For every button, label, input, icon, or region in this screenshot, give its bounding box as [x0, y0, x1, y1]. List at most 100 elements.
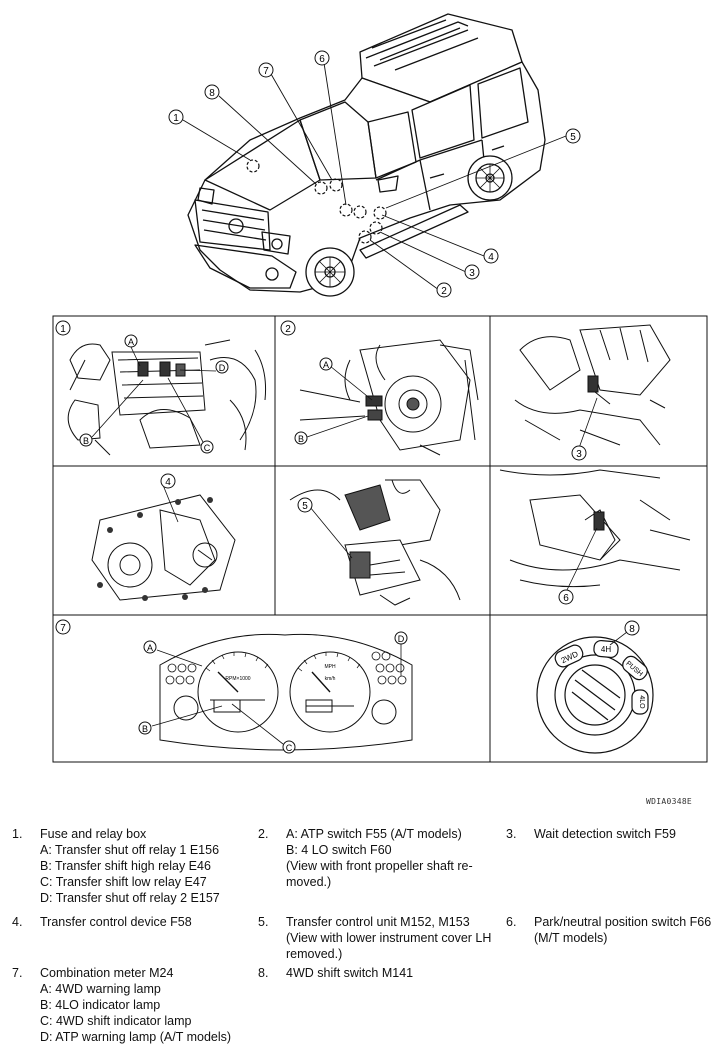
svg-text:MPH: MPH	[324, 664, 336, 670]
svg-text:C: C	[286, 743, 293, 753]
legend-line: Wait detection switch F59	[534, 827, 676, 841]
svg-text:4H: 4H	[601, 645, 611, 654]
panel-1-letter-c: C	[200, 440, 214, 454]
panel-1-callout: 1	[55, 320, 71, 336]
panel-1-letter-d: D	[215, 360, 229, 374]
svg-text:A: A	[323, 360, 329, 370]
svg-text:1: 1	[60, 324, 66, 335]
panel-4-callout: 4	[160, 473, 176, 489]
panel-1-letter-b: B	[79, 433, 93, 447]
reference-code: WDIA0348E	[646, 797, 693, 806]
panel-7-callout: 7	[55, 619, 71, 635]
legend-line: (M/T models)	[534, 931, 608, 945]
svg-text:B: B	[83, 436, 89, 446]
panel-5-transfer-control-unit: 5	[289, 479, 461, 606]
legend-line: C: Transfer shift low relay E47	[40, 875, 207, 889]
panel-7-letter-d: D	[394, 631, 408, 645]
panel-7-letter-b: B	[138, 721, 152, 735]
legend-line: B: 4 LO switch F60	[286, 843, 392, 857]
svg-text:2: 2	[441, 286, 447, 297]
panel-2-letter-a: A	[319, 357, 333, 371]
overview-leaders	[182, 62, 567, 291]
legend-num: 7.	[12, 966, 23, 980]
legend-line: D: Transfer shut off relay 2 E157	[40, 891, 220, 905]
svg-text:7: 7	[60, 623, 66, 634]
callout-3: 3	[464, 264, 480, 280]
legend-line: 4WD shift switch M141	[286, 966, 414, 980]
legend-line: Transfer control unit M152, M153	[286, 915, 470, 929]
callout-2: 2	[436, 282, 452, 298]
svg-text:RPM×1000: RPM×1000	[225, 676, 250, 682]
svg-text:4: 4	[165, 477, 171, 488]
legend-line: A: 4WD warning lamp	[40, 982, 161, 996]
svg-text:D: D	[219, 363, 226, 373]
legend-line: (View with front propeller shaft re-	[286, 859, 473, 873]
legend-line: C: 4WD shift indicator lamp	[40, 1014, 192, 1028]
svg-text:3: 3	[469, 268, 475, 279]
svg-text:B: B	[298, 434, 304, 444]
panel-7-letter-c: C	[282, 740, 296, 754]
panel-2-callout: 2	[280, 320, 296, 336]
svg-text:km/h: km/h	[325, 676, 336, 682]
panel-3-wait-detection-switch: 3	[514, 324, 671, 461]
legend-line: moved.)	[286, 875, 332, 889]
panel-7-letter-a: A	[143, 640, 157, 654]
svg-text:6: 6	[319, 54, 325, 65]
panel-8-4wd-shift-switch: 2WD 4H PUSH 4LO 8	[536, 620, 654, 754]
panel-2-letter-b: B	[294, 431, 308, 445]
svg-text:2: 2	[285, 324, 291, 335]
callout-7: 7	[258, 62, 274, 78]
panel-2-transfer-switches: 2 A B	[280, 320, 479, 456]
component-markers	[246, 159, 387, 244]
svg-text:6: 6	[563, 593, 569, 604]
panel-6-callout: 6	[558, 589, 574, 605]
callout-5: 5	[565, 128, 581, 144]
svg-text:5: 5	[570, 132, 576, 143]
svg-text:D: D	[398, 634, 405, 644]
legend-num: 5.	[258, 915, 269, 929]
svg-text:4LO: 4LO	[638, 695, 645, 709]
legend-line: D: ATP warning lamp (A/T models)	[40, 1030, 232, 1044]
legend-num: 2.	[258, 827, 269, 841]
legend-num: 1.	[12, 827, 23, 841]
legend-num: 3.	[506, 827, 517, 841]
legend-line: removed.)	[286, 947, 343, 961]
legend-line: B: Transfer shift high relay E46	[40, 859, 211, 873]
panel-4-transfer-control-device: 4	[91, 473, 236, 601]
callout-8: 8	[204, 84, 220, 100]
legend-num: 4.	[12, 915, 23, 929]
component-location-diagram: 1 8 7 6 5 4 3 2	[52, 13, 708, 763]
legend-line: A: Transfer shut off relay 1 E156	[40, 843, 220, 857]
panel-5-callout: 5	[297, 497, 313, 513]
svg-text:8: 8	[209, 88, 215, 99]
legend-line: Park/neutral position switch F66	[534, 915, 712, 929]
panel-1-fuse-relay-box: 1 A D B C	[55, 320, 266, 456]
callout-4: 4	[483, 248, 499, 264]
callout-6: 6	[314, 50, 330, 66]
legend-line: Combination meter M24	[40, 966, 174, 980]
svg-text:B: B	[142, 724, 148, 734]
legend-line: Fuse and relay box	[40, 827, 147, 841]
legend-num: 6.	[506, 915, 517, 929]
callout-1: 1	[168, 109, 184, 125]
svg-text:4: 4	[488, 252, 494, 263]
overview-callouts: 1 8 7 6 5 4 3 2	[168, 50, 581, 298]
detail-grid	[52, 315, 708, 763]
svg-text:3: 3	[576, 449, 582, 460]
panel-3-callout: 3	[571, 445, 587, 461]
legend-line: A: ATP switch F55 (A/T models)	[286, 827, 462, 841]
svg-text:C: C	[204, 443, 211, 453]
legend-num: 8.	[258, 966, 269, 980]
panel-1-letter-a: A	[124, 334, 138, 348]
legend-line: B: 4LO indicator lamp	[40, 998, 161, 1012]
svg-text:7: 7	[263, 66, 269, 77]
svg-text:5: 5	[302, 501, 308, 512]
svg-text:1: 1	[173, 113, 179, 124]
legend: 1. Fuse and relay box A: Transfer shut o…	[0, 820, 724, 1054]
svg-text:A: A	[147, 643, 153, 653]
vehicle-illustration	[187, 13, 546, 297]
legend-line: (View with lower instrument cover LH	[286, 931, 492, 945]
panel-8-callout: 8	[624, 620, 640, 636]
panel-6-park-neutral-switch: 6	[499, 469, 691, 605]
svg-text:A: A	[128, 337, 134, 347]
